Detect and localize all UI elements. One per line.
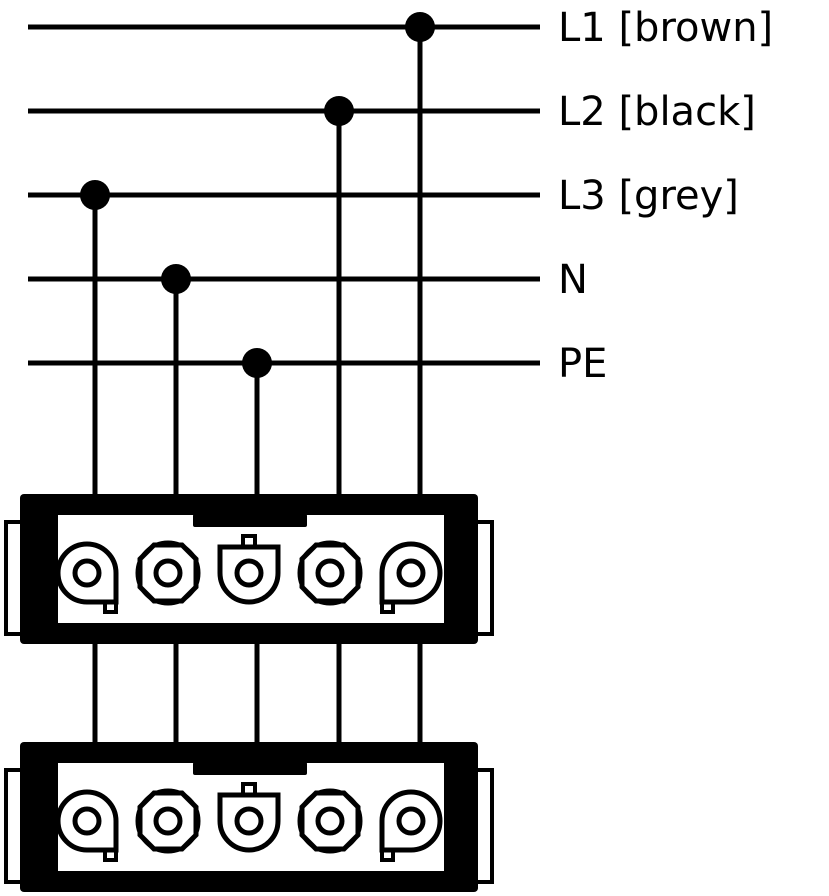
pin-contact bbox=[153, 806, 183, 836]
pin-L1 bbox=[379, 789, 443, 862]
connector-ear-left bbox=[4, 768, 24, 884]
pin-L3 bbox=[55, 541, 119, 614]
pin-L2 bbox=[297, 788, 363, 854]
pin-PE bbox=[217, 534, 281, 605]
pin-contact bbox=[234, 806, 264, 836]
junction-dot-N bbox=[161, 264, 191, 294]
pin-contact bbox=[153, 558, 183, 588]
pin-contact bbox=[315, 806, 345, 836]
conductor-label-L1: L1 [brown] bbox=[558, 5, 773, 51]
connector-key-notch bbox=[193, 514, 307, 527]
junction-dot-L3 bbox=[80, 180, 110, 210]
pin-N bbox=[135, 788, 201, 854]
pin-L2 bbox=[297, 540, 363, 606]
connector-ear-right bbox=[474, 768, 494, 884]
pin-contact bbox=[396, 806, 426, 836]
connector-ear-right bbox=[474, 520, 494, 636]
pin-contact bbox=[396, 558, 426, 588]
conductor-label-PE: PE bbox=[558, 341, 607, 387]
conductor-label-N: N bbox=[558, 257, 588, 303]
connector-2 bbox=[4, 742, 494, 892]
pin-L3 bbox=[55, 789, 119, 862]
connector-1 bbox=[4, 494, 494, 644]
junction-dot-PE bbox=[242, 348, 272, 378]
pin-N bbox=[135, 540, 201, 606]
pin-contact bbox=[234, 558, 264, 588]
pin-contact bbox=[72, 558, 102, 588]
pin-L1 bbox=[379, 541, 443, 614]
connector-key-notch bbox=[193, 762, 307, 775]
conductor-label-L3: L3 [grey] bbox=[558, 173, 739, 219]
junction-dot-L1 bbox=[405, 12, 435, 42]
pin-PE bbox=[217, 782, 281, 853]
conductor-label-L2: L2 [black] bbox=[558, 89, 756, 135]
pin-contact bbox=[315, 558, 345, 588]
connector-ear-left bbox=[4, 520, 24, 636]
junction-dot-L2 bbox=[324, 96, 354, 126]
pin-contact bbox=[72, 806, 102, 836]
